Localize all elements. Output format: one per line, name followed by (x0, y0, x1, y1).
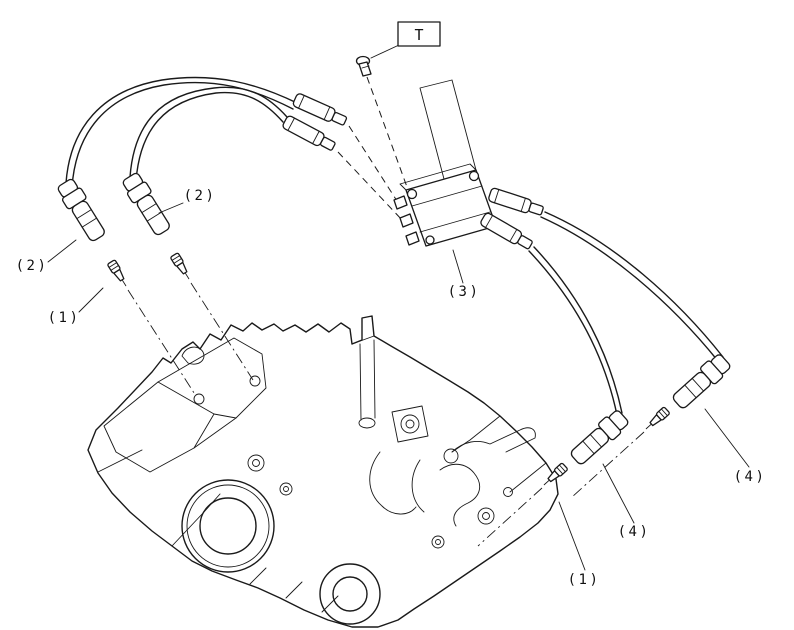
spark-plug-boot-left-2 (119, 170, 174, 239)
spark-plug-wire-4 (528, 246, 623, 416)
callout-coil-pack: (3) (448, 284, 481, 300)
assembly-dashed-lines (337, 76, 408, 222)
hose-bracket (443, 427, 536, 464)
t-callout-box (397, 21, 441, 47)
ignition-coil-pack (393, 163, 497, 247)
callout-boot-left-outer: (2) (16, 258, 49, 274)
spark-plug-boot-right-lower (567, 407, 632, 469)
coil-terminal-2 (478, 211, 535, 253)
thermostat-boss (181, 346, 205, 365)
spark-plug-wire-2 (129, 86, 288, 182)
spark-plug-boot-left-1 (54, 176, 109, 245)
callout-plug-left: (1) (48, 310, 81, 326)
callout-boot-right-lower: (4) (618, 524, 651, 540)
plug-tube-opening (193, 393, 205, 405)
leader-lines (47, 202, 750, 571)
t-callout: T (397, 21, 441, 47)
spark-plug-wire-1 (65, 76, 298, 188)
coil-terminal-1 (487, 186, 546, 219)
number-callouts: (2) (2) (1) (3) (1) (4) (4) (16, 188, 767, 588)
case-lines (97, 335, 547, 613)
t-callout-label: T (414, 26, 423, 44)
engine-outline (87, 315, 559, 628)
lower-pulley (319, 563, 381, 625)
coil-bracket-lines (419, 79, 477, 180)
t-leader-line (370, 44, 400, 59)
callout-boot-right-upper: (4) (734, 469, 767, 485)
spark-plug-wires (65, 76, 724, 416)
spark-plug-right-upper (642, 406, 671, 433)
valve-cover-left (103, 337, 267, 473)
bolt-bosses (247, 454, 513, 549)
centerlines (127, 282, 645, 547)
spark-plug-boot-right-upper (669, 351, 734, 413)
intake-details (369, 405, 429, 515)
callout-plug-right: (1) (568, 572, 601, 588)
engine-assembly (87, 315, 559, 628)
spark-plug-wire-3 (540, 211, 724, 362)
callout-boot-left-inner: (2) (184, 188, 217, 204)
spark-plug-left-2 (169, 251, 194, 282)
mounting-bolt (355, 55, 372, 77)
crank-pulley (181, 479, 275, 573)
filler-tube (358, 339, 376, 429)
spark-plug-left-1 (106, 258, 131, 289)
exhaust-runner (439, 463, 481, 527)
plug-tube-opening (249, 375, 261, 387)
spark-plug-right-lower (540, 462, 569, 489)
